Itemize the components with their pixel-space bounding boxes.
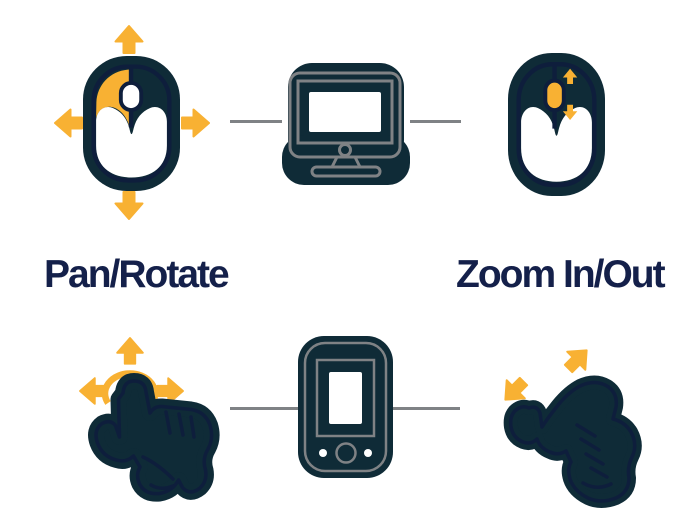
arrow-left-icon (79, 377, 107, 405)
connector-line (230, 120, 282, 123)
phone-screen (329, 372, 362, 424)
pan-rotate-label: Pan/Rotate (44, 253, 230, 296)
phone-dot-left (319, 449, 327, 457)
connector-line (393, 407, 460, 410)
scroll-wheel (118, 81, 144, 112)
desktop-monitor-icon (282, 63, 410, 185)
zoom-in-out-label: Zoom In/Out (456, 253, 666, 296)
arrow-right-icon (181, 108, 210, 138)
arrow-down-icon (114, 191, 144, 220)
hand-silhouette (88, 373, 220, 502)
mouse-scroll-zoom-icon (508, 53, 605, 196)
one-finger-drag-gesture-icon (79, 337, 220, 502)
mouse-left-button-highlight (96, 69, 130, 128)
mouse-pan-icon (54, 25, 210, 220)
pinch-zoom-gesture-icon (495, 340, 642, 508)
home-button (335, 442, 357, 464)
scroll-wheel-highlight (543, 78, 566, 113)
monitor-screen (309, 92, 381, 132)
connector-line (410, 120, 461, 123)
arrow-up-icon (116, 337, 144, 365)
pinch-hand-silhouette (503, 375, 642, 508)
monitor-button (338, 143, 352, 157)
smartphone-icon (298, 336, 393, 478)
arrow-left-icon (54, 108, 83, 138)
arrow-up-right-icon (558, 340, 597, 379)
arrow-up-icon (114, 25, 144, 54)
phone-dot-right (364, 449, 372, 457)
monitor-stand (310, 156, 382, 178)
connector-line (230, 407, 298, 410)
